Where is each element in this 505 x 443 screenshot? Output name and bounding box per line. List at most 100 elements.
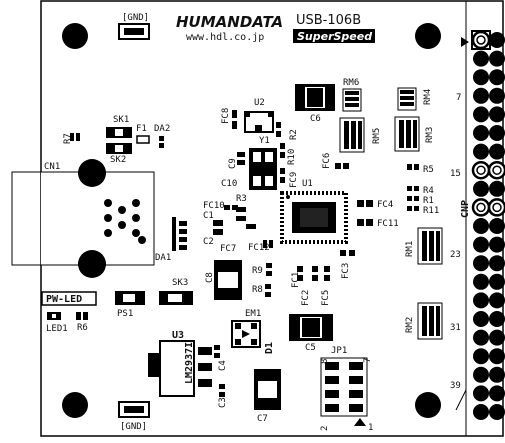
header-pin (489, 32, 505, 48)
led1-label: LED1 (46, 324, 68, 334)
rm4 (397, 87, 417, 111)
r3-label: R3 (236, 194, 247, 204)
fc11-label: FC11 (377, 219, 399, 229)
header-pin-hole (492, 202, 502, 213)
ps1-label: PS1 (117, 309, 133, 319)
d1-label: D1 (264, 342, 275, 354)
rm4-label: RM4 (423, 89, 433, 105)
c4-label: C4 (218, 360, 228, 371)
r4-label: R4 (423, 186, 434, 196)
sk3-label: SK3 (172, 278, 188, 288)
header-pin-hole (476, 165, 486, 175)
c6-label: C6 (310, 114, 321, 124)
fc3-label: FC3 (341, 263, 351, 279)
jp1-pin7-label: 7 (363, 358, 373, 363)
header-pin (489, 125, 505, 141)
rm3-label: RM3 (425, 127, 435, 143)
r7-label: R7 (63, 133, 73, 144)
header-pin-hole (492, 165, 502, 175)
jp1-pin1-label: 1 (368, 423, 373, 433)
rm1 (417, 227, 443, 265)
header-pin (489, 143, 505, 160)
rm6-label: RM6 (343, 78, 359, 88)
rm1-label: RM1 (405, 241, 415, 257)
header-pin (489, 366, 505, 383)
rm3 (394, 116, 420, 152)
mounting-hole-top-left (62, 23, 88, 49)
c5-label: C5 (305, 343, 316, 353)
c3-label: C3 (218, 397, 228, 408)
header-pin-hole (476, 35, 486, 45)
c2-label: C2 (203, 237, 214, 247)
brand-url: www.hdl.co.jp (186, 32, 264, 43)
da1-label: DA1 (155, 253, 171, 263)
r2-label: R2 (289, 129, 299, 140)
header-pin (473, 143, 489, 160)
header-pin (489, 106, 505, 123)
u1-label: U1 (302, 179, 313, 189)
r5-label: R5 (423, 165, 434, 175)
gnd-top-label: [GND] (122, 13, 149, 23)
header-pin (489, 236, 505, 253)
y1 (249, 148, 277, 190)
header-pin (489, 311, 505, 327)
fc9-label: FC9 (289, 172, 299, 188)
rm5 (339, 117, 365, 153)
r11-label: R11 (423, 206, 439, 216)
pin-label-15: 15 (450, 169, 461, 179)
header-pin (489, 273, 505, 290)
header-pin (473, 385, 489, 402)
u2-label: U2 (254, 98, 265, 108)
fc6-label: FC6 (322, 153, 332, 169)
header-pin (489, 87, 505, 104)
jp1 (320, 357, 368, 426)
fc8-label: FC8 (221, 108, 231, 124)
r6-label: R6 (77, 323, 88, 333)
header-pin (473, 125, 489, 141)
c9-label: C9 (228, 158, 238, 169)
cn1-shield-bottom (78, 250, 106, 278)
u3-label: U3 (172, 330, 184, 341)
header-pin (473, 404, 489, 420)
header-pin (489, 292, 505, 309)
r10-label: R10 (287, 149, 297, 165)
header-pin-hole (476, 202, 486, 213)
u1 (280, 191, 348, 244)
da2-label: DA2 (154, 124, 170, 134)
r1-label: R1 (423, 196, 434, 206)
pin-label-7: 7 (456, 93, 461, 103)
header-pin (473, 236, 489, 253)
da1 (172, 217, 187, 251)
header-pin (473, 311, 489, 327)
pin1-marker (461, 37, 469, 47)
c8-label: C8 (205, 272, 215, 283)
pw-led-text: PW-LED (46, 294, 82, 305)
fc2-label: FC2 (301, 290, 311, 306)
header-pin (473, 180, 489, 197)
jp1-pin8-label: 8 (320, 359, 330, 364)
c7 (254, 369, 281, 410)
model-name: USB-106B (296, 13, 361, 28)
mounting-hole-bottom-left (62, 392, 88, 418)
header-pin (489, 348, 505, 365)
fc5-label: FC5 (321, 290, 331, 306)
em1-label: EM1 (245, 309, 261, 319)
superspeed-text: SuperSpeed (297, 30, 372, 43)
fc7-label: FC7 (220, 244, 236, 254)
sk2-label: SK2 (110, 155, 126, 165)
u3-part: LM2937I (184, 342, 195, 384)
f1-label: F1 (136, 124, 147, 134)
header-pin (473, 255, 489, 272)
pin-label-39: 39 (450, 381, 461, 391)
rm6 (342, 88, 362, 112)
header-pin (489, 385, 505, 402)
header-pin (473, 329, 489, 346)
header-pin (473, 106, 489, 123)
mounting-hole-bottom-right (415, 392, 441, 418)
mounting-hole-top-right (415, 23, 441, 49)
y1-label: Y1 (259, 136, 270, 146)
rm2 (417, 302, 443, 340)
header-pin (489, 218, 505, 234)
cn1-label: CN1 (44, 162, 60, 172)
